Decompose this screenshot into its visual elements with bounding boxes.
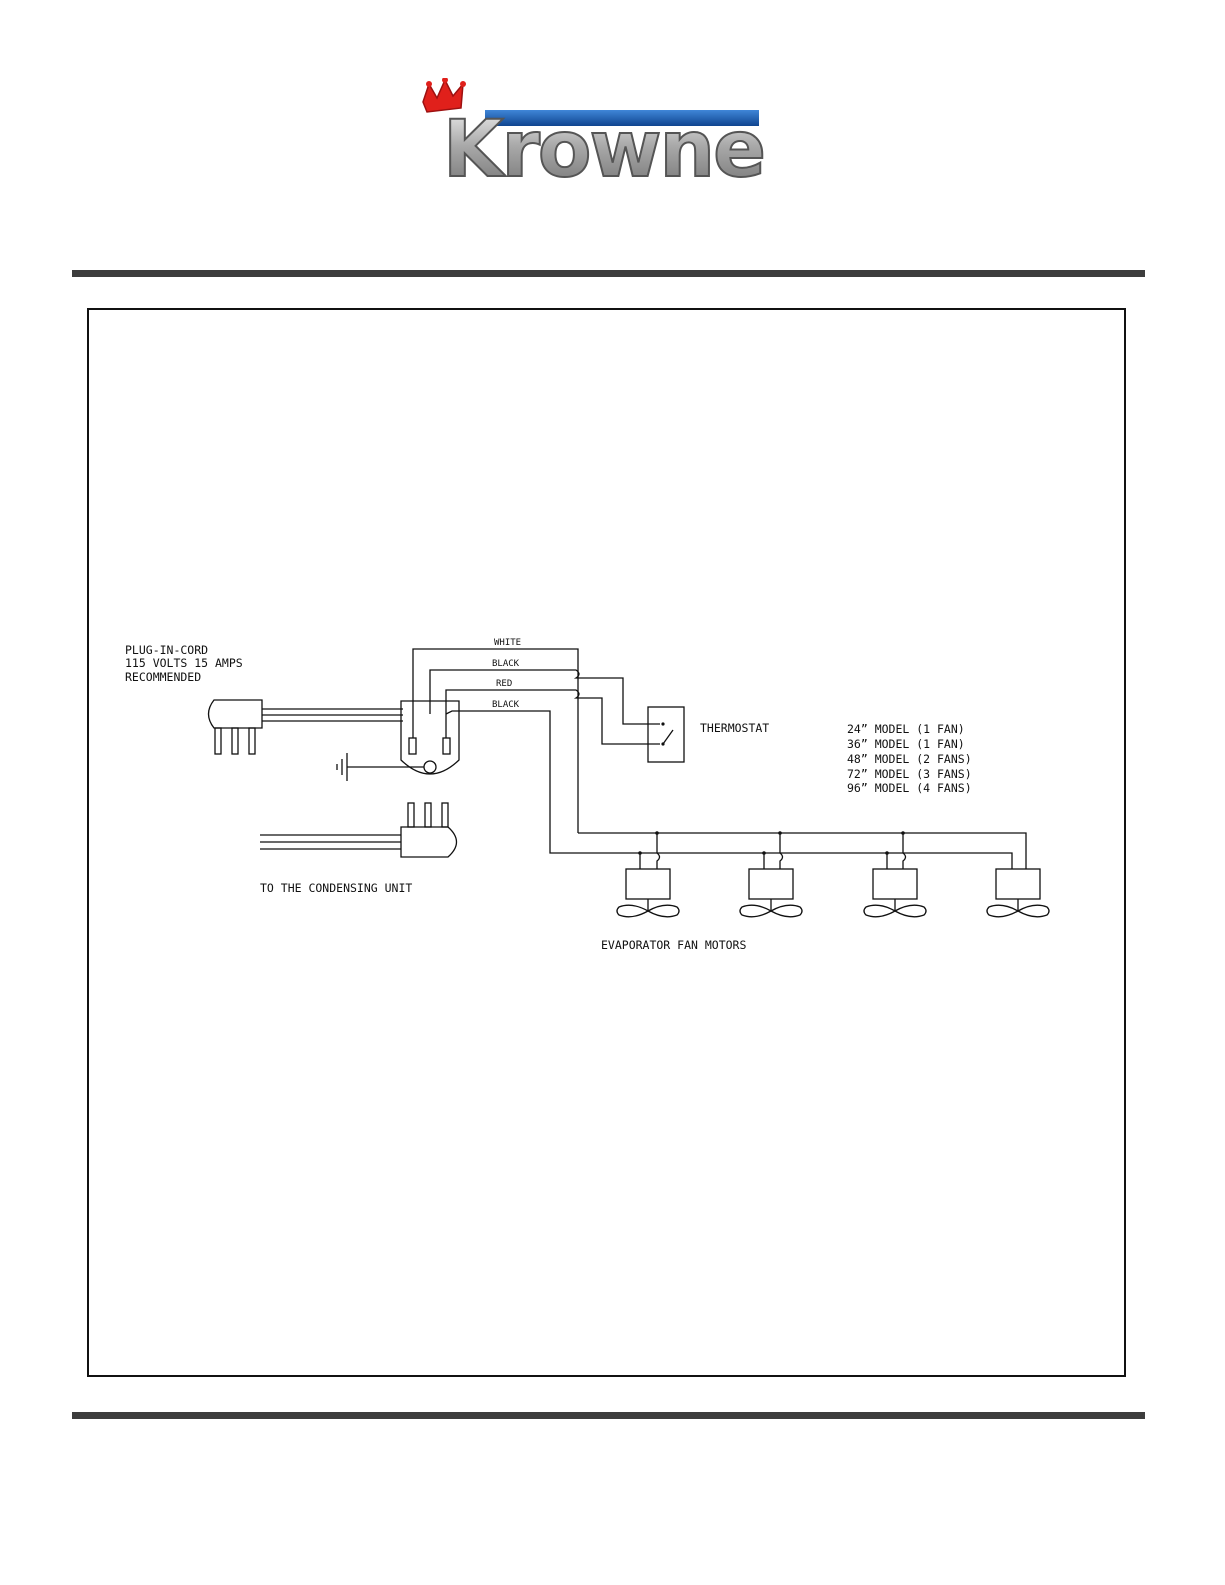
fan-motor-icon: [740, 869, 802, 917]
condensing-unit-label: TO THE CONDENSING UNIT: [260, 881, 412, 895]
fan-motor-icon: [864, 869, 926, 917]
model-line-36: 36” MODEL (1 FAN): [847, 737, 965, 751]
model-line-96: 96” MODEL (4 FANS): [847, 781, 972, 795]
ground-icon: [337, 753, 424, 781]
fan-2-drops: [764, 833, 783, 869]
plug-label-line-3: RECOMMENDED: [125, 670, 201, 684]
fan-motor-icon: [617, 869, 679, 917]
fan-motor-icon: [987, 869, 1049, 917]
plug-icon: [209, 700, 404, 754]
wire-label-black-2: BLACK: [492, 700, 520, 710]
fan-3-drops: [887, 833, 906, 869]
fan-bus-white: [578, 833, 1026, 869]
thermostat-label: THERMOSTAT: [700, 721, 769, 735]
wire-black-thermostat: [430, 670, 660, 724]
wire-white: [413, 649, 578, 833]
wire-label-black-1: BLACK: [492, 659, 520, 669]
fan-1-drops: [640, 833, 660, 869]
condensing-plug-icon: [260, 803, 457, 857]
model-line-72: 72” MODEL (3 FANS): [847, 767, 972, 781]
bottom-divider: [72, 1412, 1145, 1419]
thermostat-icon: [648, 707, 684, 762]
plug-label-line-2: 115 VOLTS 15 AMPS: [125, 656, 243, 670]
model-line-24: 24” MODEL (1 FAN): [847, 722, 965, 736]
wire-red: [446, 690, 660, 744]
wire-label-white: WHITE: [494, 638, 521, 648]
wire-label-red: RED: [496, 679, 512, 689]
model-line-48: 48” MODEL (2 FANS): [847, 752, 972, 766]
fan-motors-label: EVAPORATOR FAN MOTORS: [601, 938, 746, 952]
plug-label-line-1: PLUG-IN-CORD: [125, 643, 208, 657]
